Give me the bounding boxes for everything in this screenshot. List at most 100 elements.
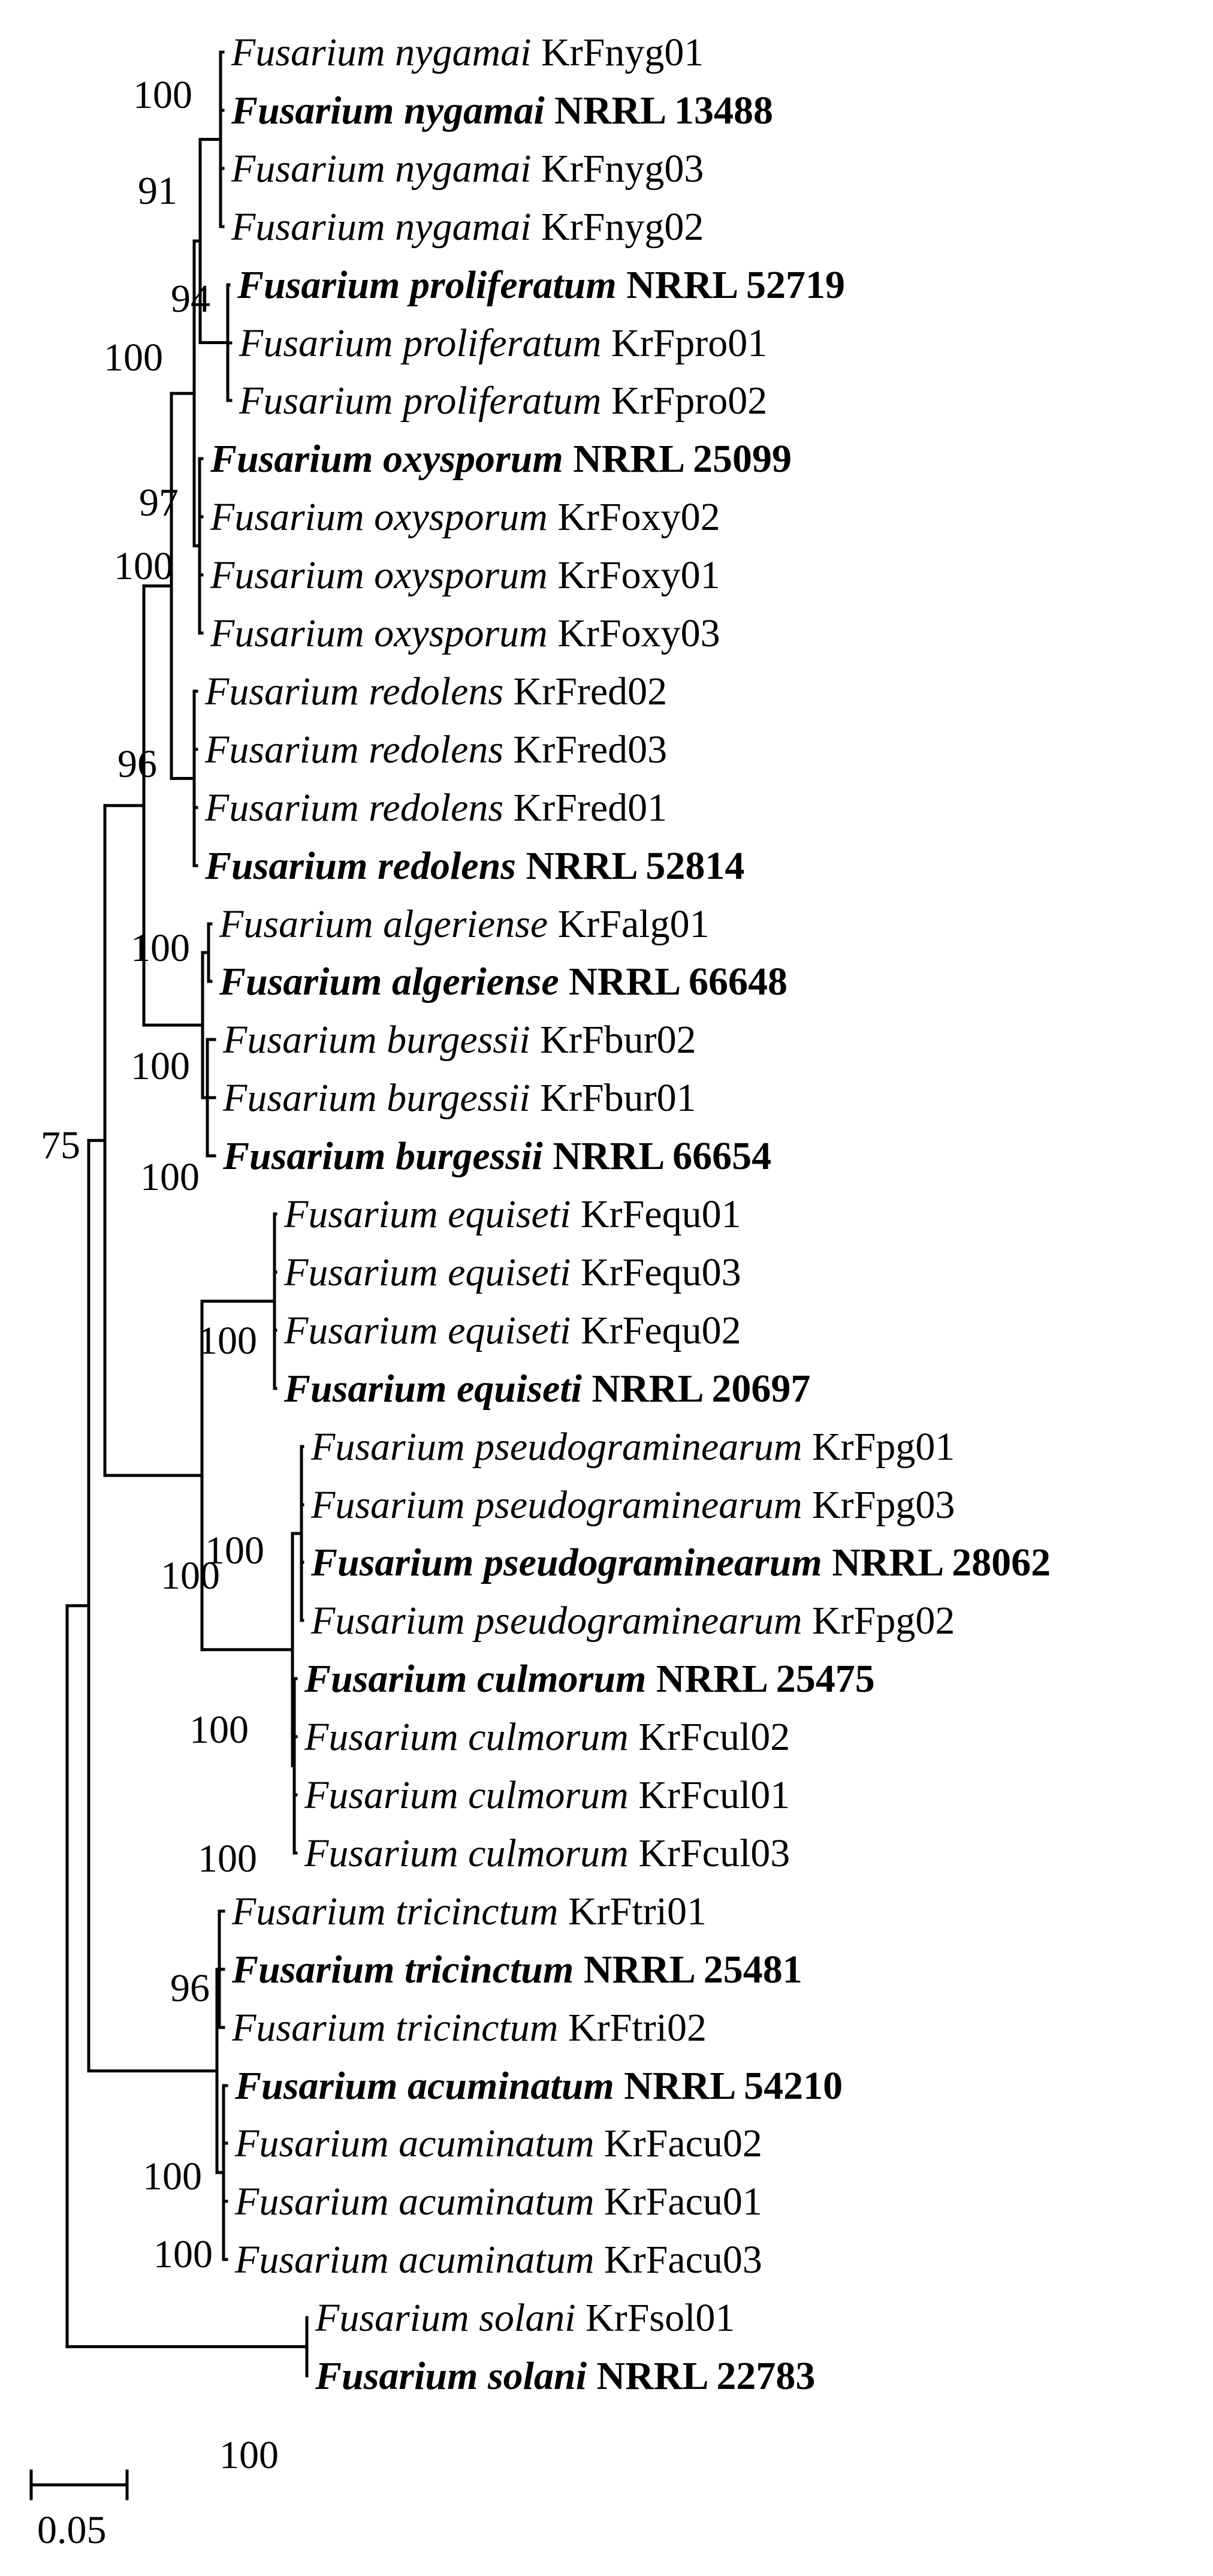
taxon-strain-code: KrFpro01 <box>601 321 767 365</box>
taxon-species-name: Fusarium tricinctum <box>231 1948 574 1991</box>
taxon-species-name: Fusarium tricinctum <box>231 1890 558 1933</box>
taxon-species-name: Fusarium culmorum <box>304 1831 629 1875</box>
isolate-taxon-label: Fusarium solani KrFsol01 <box>315 2296 735 2340</box>
taxon-species-name: Fusarium culmorum <box>304 1773 629 1817</box>
isolate-taxon-label: Fusarium equiseti KrFequ03 <box>283 1251 741 1294</box>
taxon-strain-code: KrFequ02 <box>571 1309 741 1352</box>
taxon-species-name: Fusarium burgessii <box>222 1134 543 1178</box>
taxon-strain-code: NRRL 52719 <box>617 263 845 307</box>
taxon-strain-code: KrFpg03 <box>802 1483 955 1527</box>
taxon-species-name: Fusarium acuminatum <box>234 2238 594 2282</box>
taxon-species-name: Fusarium pseudograminearum <box>310 1541 822 1584</box>
bootstrap-value: 100 <box>153 2232 213 2276</box>
taxon-strain-code: KrFnyg03 <box>531 147 704 191</box>
taxon-species-name: Fusarium nygamai <box>231 205 531 249</box>
taxon-species-name: Fusarium proliferatum <box>239 379 601 423</box>
taxon-strain-code: NRRL 52814 <box>516 844 744 888</box>
taxon-species-name: Fusarium culmorum <box>304 1657 646 1701</box>
taxon-species-name: Fusarium equiseti <box>283 1309 571 1352</box>
reference-taxon-label: Fusarium proliferatum NRRL 52719 <box>237 263 845 307</box>
taxon-strain-code: NRRL 66654 <box>543 1134 771 1178</box>
bootstrap-value: 91 <box>138 169 177 213</box>
isolate-taxon-label: Fusarium pseudograminearum KrFpg02 <box>310 1599 955 1643</box>
taxon-strain-code: KrFcul01 <box>629 1773 790 1817</box>
bootstrap-value: 96 <box>117 742 157 786</box>
isolate-taxon-label: Fusarium oxysporum KrFoxy02 <box>210 495 720 539</box>
isolate-taxon-label: Fusarium algeriense KrFalg01 <box>219 902 710 946</box>
taxon-species-name: Fusarium redolens <box>204 670 503 713</box>
taxon-strain-code: KrFred01 <box>503 786 667 830</box>
taxon-species-name: Fusarium equiseti <box>283 1367 583 1411</box>
taxon-strain-code: KrFbur02 <box>530 1018 696 1062</box>
reference-taxon-label: Fusarium equiseti NRRL 20697 <box>283 1367 810 1411</box>
taxon-strain-code: NRRL 22783 <box>587 2354 815 2398</box>
isolate-taxon-label: Fusarium burgessii KrFbur01 <box>222 1076 696 1120</box>
taxon-species-name: Fusarium culmorum <box>304 1715 629 1759</box>
reference-taxon-label: Fusarium culmorum NRRL 25475 <box>304 1657 875 1701</box>
taxon-species-name: Fusarium burgessii <box>222 1076 530 1120</box>
isolate-taxon-label: Fusarium equiseti KrFequ01 <box>283 1192 741 1236</box>
isolate-taxon-label: Fusarium nygamai KrFnyg03 <box>231 147 704 191</box>
isolate-taxon-label: Fusarium acuminatum KrFacu02 <box>234 2122 762 2165</box>
bootstrap-value: 100 <box>104 336 163 379</box>
isolate-taxon-label: Fusarium pseudograminearum KrFpg03 <box>310 1483 955 1527</box>
taxon-strain-code: KrFcul03 <box>629 1831 790 1875</box>
taxon-species-name: Fusarium nygamai <box>231 31 531 74</box>
taxon-strain-code: NRRL 54210 <box>614 2064 843 2108</box>
bootstrap-value: 100 <box>131 1044 190 1088</box>
taxon-species-name: Fusarium oxysporum <box>210 611 548 655</box>
isolate-taxon-label: Fusarium burgessii KrFbur02 <box>222 1018 696 1062</box>
taxon-strain-code: KrFred03 <box>503 728 667 772</box>
isolate-taxon-label: Fusarium culmorum KrFcul03 <box>304 1831 790 1875</box>
taxon-strain-code: KrFnyg02 <box>531 205 704 249</box>
isolate-taxon-label: Fusarium nygamai KrFnyg01 <box>231 31 704 74</box>
taxon-strain-code: KrFred02 <box>503 670 667 713</box>
isolate-taxon-label: Fusarium proliferatum KrFpro02 <box>239 379 767 423</box>
reference-taxon-label: Fusarium oxysporum NRRL 25099 <box>210 437 792 481</box>
taxon-strain-code: KrFequ01 <box>571 1192 741 1236</box>
taxon-strain-code: KrFalg01 <box>548 902 709 946</box>
isolate-taxon-label: Fusarium equiseti KrFequ02 <box>283 1309 741 1352</box>
taxon-strain-code: KrFacu01 <box>594 2180 762 2224</box>
taxon-strain-code: KrFoxy01 <box>548 553 720 597</box>
taxon-species-name: Fusarium proliferatum <box>239 321 601 365</box>
isolate-taxon-label: Fusarium redolens KrFred01 <box>204 786 667 830</box>
reference-taxon-label: Fusarium nygamai NRRL 13488 <box>231 89 773 132</box>
taxon-species-name: Fusarium acuminatum <box>234 2122 594 2165</box>
taxon-strain-code: NRRL 25099 <box>563 437 792 481</box>
isolate-taxon-label: Fusarium tricinctum KrFtri02 <box>231 2006 707 2050</box>
taxon-species-name: Fusarium equiseti <box>283 1251 571 1294</box>
taxon-species-name: Fusarium nygamai <box>231 89 545 132</box>
bootstrap-value: 100 <box>219 2433 279 2477</box>
reference-taxon-label: Fusarium acuminatum NRRL 54210 <box>234 2064 843 2108</box>
isolate-taxon-label: Fusarium culmorum KrFcul02 <box>304 1715 790 1759</box>
bootstrap-value: 96 <box>170 1966 210 2010</box>
taxon-species-name: Fusarium acuminatum <box>234 2180 594 2224</box>
isolate-taxon-label: Fusarium proliferatum KrFpro01 <box>239 321 767 365</box>
taxon-species-name: Fusarium solani <box>315 2354 587 2398</box>
taxon-strain-code: KrFpg02 <box>802 1599 955 1643</box>
taxon-species-name: Fusarium oxysporum <box>210 495 548 539</box>
taxon-strain-code: NRRL 20697 <box>582 1367 810 1411</box>
taxon-species-name: Fusarium pseudograminearum <box>310 1425 802 1469</box>
bootstrap-value: 100 <box>143 2155 202 2198</box>
scale-bar-label: 0.05 <box>37 2508 107 2552</box>
isolate-taxon-label: Fusarium culmorum KrFcul01 <box>304 1773 790 1817</box>
isolate-taxon-label: Fusarium oxysporum KrFoxy03 <box>210 611 720 655</box>
taxon-strain-code: KrFpg01 <box>802 1425 955 1469</box>
bootstrap-value: 100 <box>161 1554 220 1598</box>
taxon-species-name: Fusarium algeriense <box>219 960 559 1004</box>
isolate-taxon-label: Fusarium redolens KrFred03 <box>204 728 667 772</box>
taxon-species-name: Fusarium pseudograminearum <box>310 1599 802 1643</box>
taxon-strain-code: KrFsol01 <box>576 2296 735 2340</box>
bootstrap-values: 1009194100971009610010010075100100100100… <box>41 73 279 2477</box>
taxon-strain-code: NRRL 28062 <box>822 1541 1051 1584</box>
taxon-species-name: Fusarium pseudograminearum <box>310 1483 802 1527</box>
reference-taxon-label: Fusarium solani NRRL 22783 <box>315 2354 815 2398</box>
isolate-taxon-label: Fusarium tricinctum KrFtri01 <box>231 1890 707 1933</box>
taxon-species-name: Fusarium proliferatum <box>237 263 617 307</box>
reference-taxon-label: Fusarium pseudograminearum NRRL 28062 <box>310 1541 1051 1584</box>
bootstrap-value: 94 <box>171 277 210 321</box>
